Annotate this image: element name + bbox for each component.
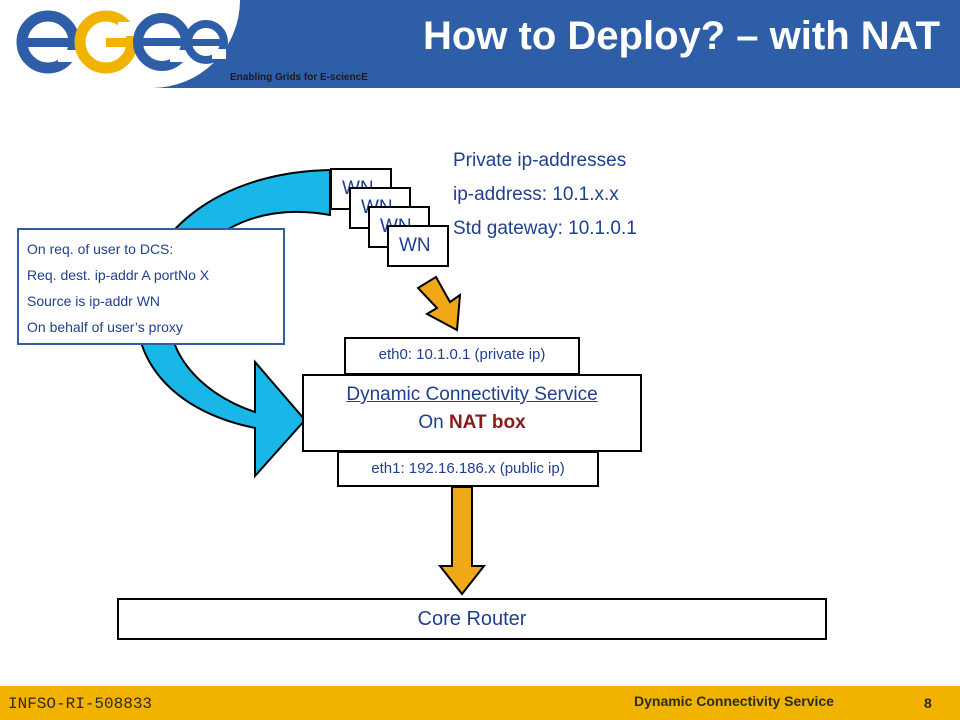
eth1-box: eth1: 192.16.186.x (public ip)	[337, 451, 599, 487]
note-line: On behalf of user’s proxy	[27, 319, 183, 335]
dcs-title: Dynamic Connectivity Service	[346, 384, 598, 405]
ip-info-line: Std gateway: 10.1.0.1	[453, 218, 637, 239]
ip-info: Private ip-addresses ip-address: 10.1.x.…	[453, 144, 637, 246]
page-number: 8	[924, 695, 932, 711]
eth0-box: eth0: 10.1.0.1 (private ip)	[344, 337, 580, 375]
ip-info-line: ip-address: 10.1.x.x	[453, 184, 619, 205]
dcs-on-label: On	[418, 412, 449, 433]
nat-box-label: NAT box	[448, 412, 526, 433]
dcs-to-router-arrow	[437, 486, 487, 596]
note-line: On req. of user to DCS:	[27, 241, 174, 257]
logo-letter-e1	[16, 10, 80, 74]
dcs-box: Dynamic Connectivity Service On NAT box	[302, 374, 642, 452]
logo-letter-g	[74, 10, 138, 74]
footer-title: Dynamic Connectivity Service	[634, 693, 834, 709]
ip-info-line: Private ip-addresses	[453, 150, 627, 171]
footer-project-id: INFSO-RI-508833	[8, 695, 153, 713]
core-router-box: Core Router	[117, 598, 827, 640]
request-note-box: On req. of user to DCS: Req. dest. ip-ad…	[17, 228, 285, 345]
note-line: Source is ip-addr WN	[27, 293, 161, 309]
logo-letter-e3	[184, 20, 228, 64]
note-line: Req. dest. ip-addr A portNo X	[27, 267, 210, 283]
logo-tagline: Enabling Grids for E-sciencE	[230, 72, 368, 83]
slide-title: How to Deploy? – with NAT	[422, 14, 940, 58]
wn-to-dcs-arrow	[416, 275, 462, 332]
footer-band: INFSO-RI-508833 Dynamic Connectivity Ser…	[0, 686, 960, 720]
worker-node-box: WN	[387, 225, 449, 267]
egee-logo	[16, 10, 228, 74]
dcs-subtitle: On NAT box	[304, 412, 640, 434]
